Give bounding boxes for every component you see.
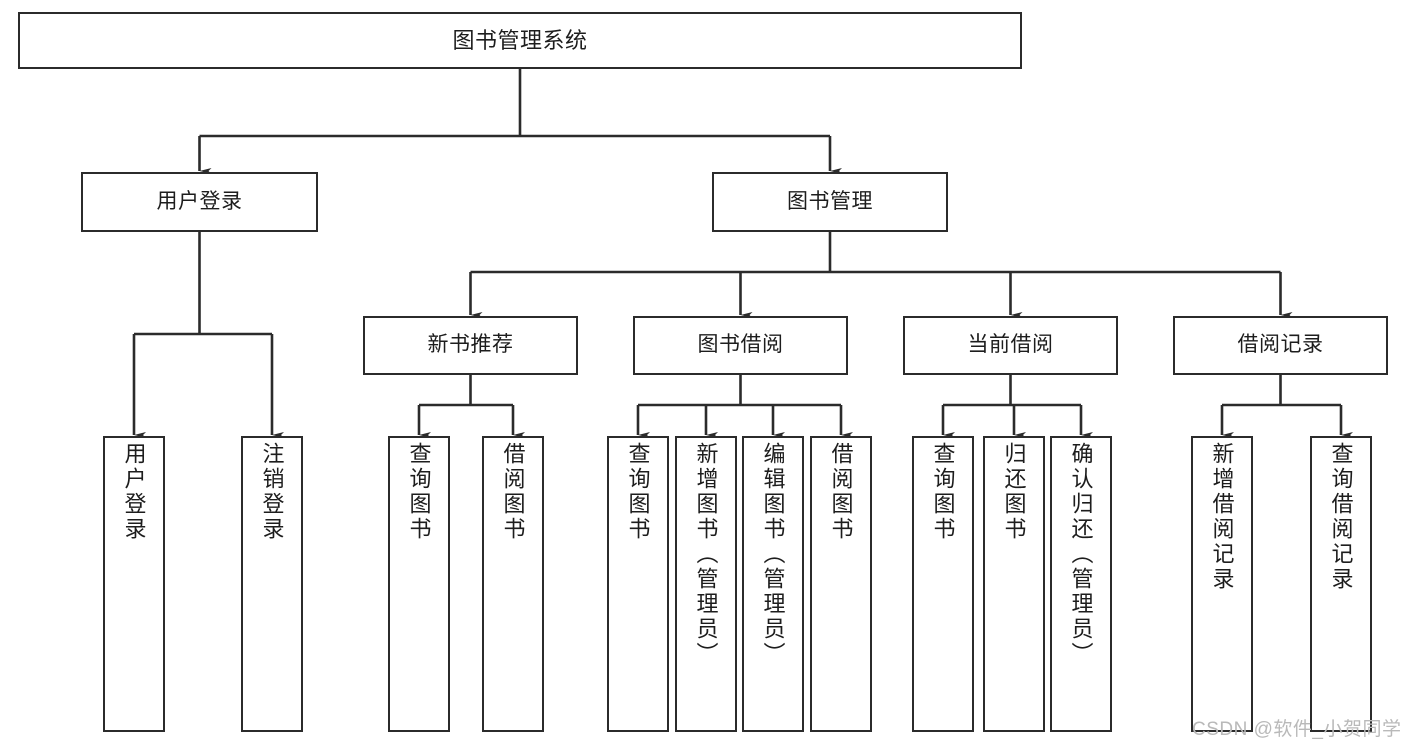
node-label: 借阅图书 (828, 442, 854, 542)
node-label: 用户登录 (121, 442, 147, 542)
node-leaf-rec-borrow: 借阅图书 (482, 436, 544, 732)
node-leaf-borrow-query: 查询图书 (607, 436, 669, 732)
node-label: 确认归还（管理员） (1068, 442, 1094, 667)
node-current-borrow: 当前借阅 (903, 316, 1118, 375)
node-new-book-rec: 新书推荐 (363, 316, 578, 375)
node-label: 图书管理系统 (452, 27, 588, 53)
node-label: 查询图书 (406, 442, 432, 542)
node-label: 查询图书 (930, 442, 956, 542)
node-leaf-rec-search: 查询借阅记录 (1310, 436, 1372, 732)
node-label: 归还图书 (1001, 442, 1027, 542)
node-label: 图书借阅 (697, 333, 784, 357)
node-root: 图书管理系统 (18, 12, 1022, 69)
node-borrow-record: 借阅记录 (1173, 316, 1388, 375)
node-book-manage: 图书管理 (712, 172, 948, 232)
node-leaf-rec-query: 查询图书 (388, 436, 450, 732)
node-user-login: 用户登录 (81, 172, 318, 232)
node-book-borrow: 图书借阅 (633, 316, 848, 375)
node-leaf-cur-confirm: 确认归还（管理员） (1050, 436, 1112, 732)
node-leaf-user-logout: 注销登录 (241, 436, 303, 732)
node-leaf-borrow-lend: 借阅图书 (810, 436, 872, 732)
node-label: 借阅记录 (1237, 333, 1324, 357)
node-leaf-borrow-edit: 编辑图书（管理员） (742, 436, 804, 732)
node-label: 借阅图书 (500, 442, 526, 542)
node-label: 当前借阅 (967, 333, 1054, 357)
node-label: 用户登录 (156, 189, 243, 213)
node-leaf-rec-add: 新增借阅记录 (1191, 436, 1253, 732)
node-label: 新增借阅记录 (1209, 442, 1235, 592)
node-label: 编辑图书（管理员） (760, 442, 786, 667)
csdn-watermark: CSDN @软件_小贺同学 (1192, 719, 1402, 740)
node-label: 查询借阅记录 (1328, 442, 1354, 592)
node-label: 注销登录 (259, 442, 285, 542)
node-leaf-borrow-add: 新增图书（管理员） (675, 436, 737, 732)
node-leaf-cur-query: 查询图书 (912, 436, 974, 732)
node-label: 图书管理 (787, 189, 873, 213)
node-leaf-cur-return: 归还图书 (983, 436, 1045, 732)
node-label: 新增图书（管理员） (693, 442, 719, 667)
node-label: 新书推荐 (427, 333, 514, 357)
node-label: 查询图书 (625, 442, 651, 542)
node-leaf-user-login: 用户登录 (103, 436, 165, 732)
